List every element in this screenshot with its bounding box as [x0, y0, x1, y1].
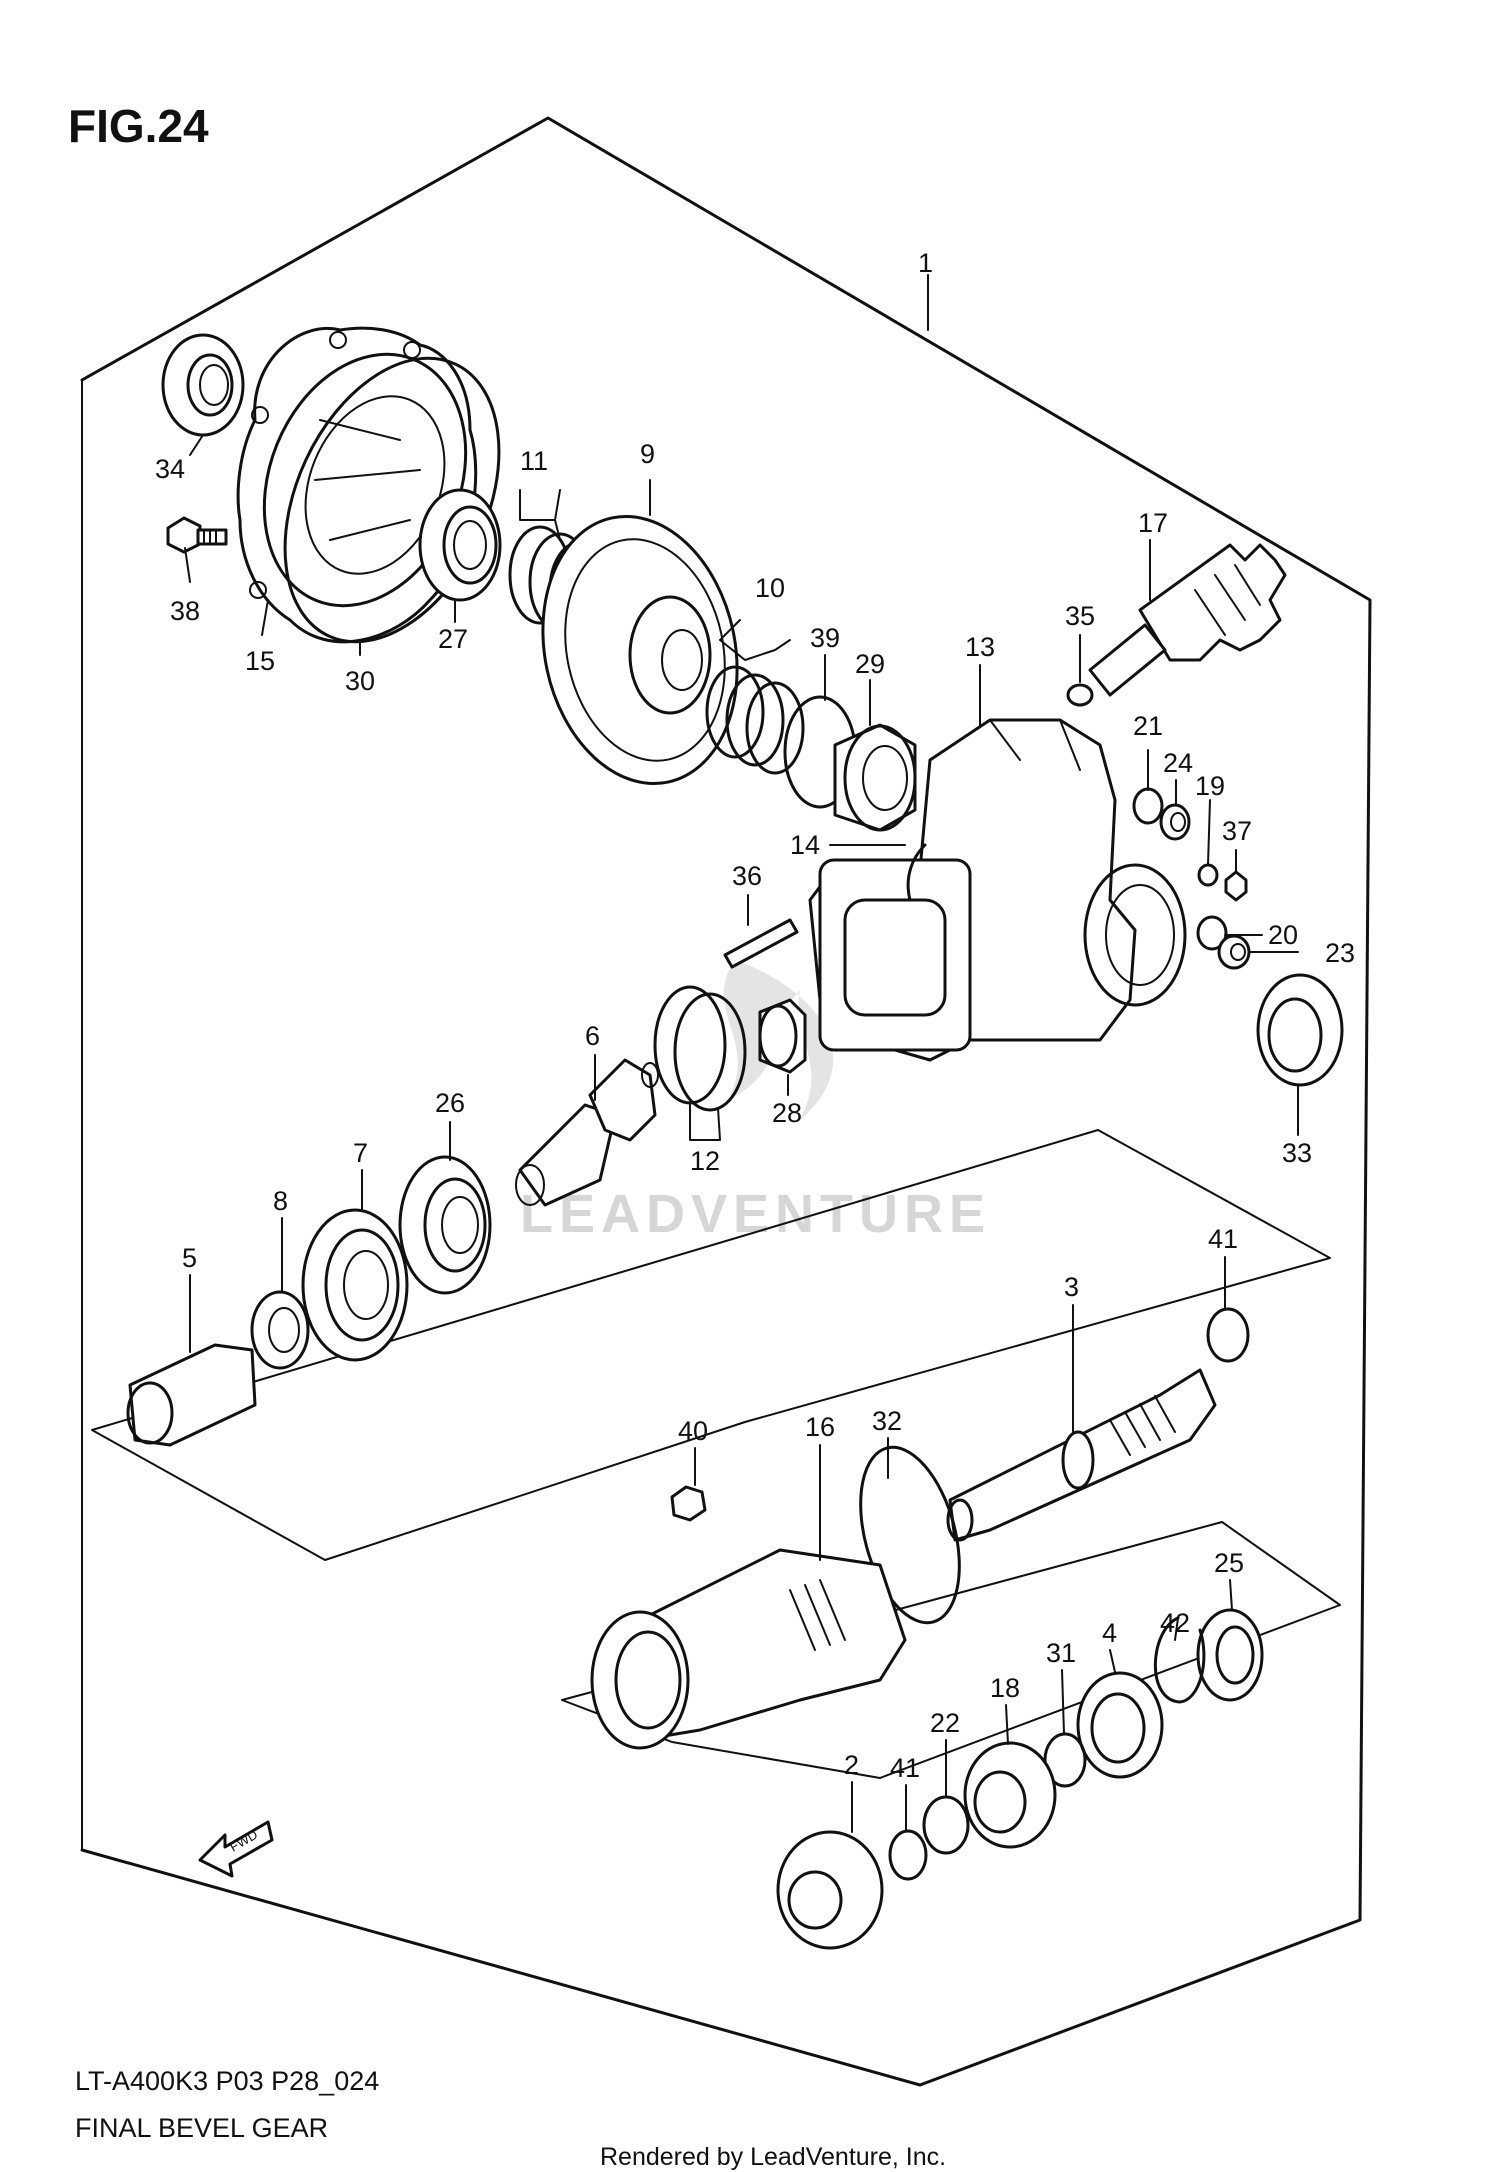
callout-3: 3	[1064, 1272, 1079, 1302]
oil-seal-33	[1256, 973, 1344, 1087]
callout-8: 8	[273, 1186, 288, 1216]
callout-42: 42	[1160, 1608, 1190, 1638]
pinion-group-box	[91, 1129, 1331, 1561]
callout-5: 5	[182, 1243, 197, 1273]
figure-name: FINAL BEVEL GEAR	[75, 2113, 328, 2143]
callout-33: 33	[1282, 1138, 1312, 1168]
bearing-29	[833, 723, 917, 832]
callout-12: 12	[690, 1146, 720, 1176]
nut-40	[670, 1485, 707, 1522]
leader-lines	[184, 274, 1299, 1833]
callout-28: 28	[772, 1098, 802, 1128]
callout-16: 16	[805, 1412, 835, 1442]
gasket-20	[1196, 915, 1228, 951]
propeller-shaft-3	[946, 1368, 1217, 1542]
callout-20: 20	[1268, 920, 1298, 950]
callout-19: 19	[1195, 771, 1225, 801]
gasket-21	[1132, 787, 1164, 825]
callout-41-lower: 41	[890, 1753, 920, 1783]
needle-bearing-28	[758, 998, 807, 1074]
pinion-gear-6	[515, 1058, 659, 1207]
clamp-35	[1066, 683, 1094, 707]
plug-24	[1159, 803, 1191, 841]
shims-12	[653, 985, 747, 1112]
seal-cover-18	[963, 1741, 1057, 1849]
callout-14: 14	[790, 830, 820, 860]
breather-pipe-14	[906, 843, 927, 902]
watermark-text: LEADVENTURE	[520, 1184, 991, 1244]
callout-10: 10	[755, 573, 785, 603]
boot-17	[1088, 543, 1287, 697]
callout-29: 29	[855, 649, 885, 679]
figure-title: FIG.24	[68, 100, 209, 152]
callout-17: 17	[1138, 508, 1168, 538]
callout-41-upper: 41	[1208, 1224, 1238, 1254]
callout-2: 2	[844, 1750, 859, 1780]
callout-11: 11	[520, 446, 548, 476]
bearing-27	[418, 488, 502, 602]
callout-7: 7	[353, 1138, 368, 1168]
shims-10	[705, 665, 805, 775]
callout-15: 15	[245, 646, 275, 676]
callout-13: 13	[965, 632, 995, 662]
rendered-by-credit: Rendered by LeadVenture, Inc.	[600, 2143, 946, 2171]
boot-2	[776, 1830, 884, 1950]
circlip-41-lower	[888, 1829, 928, 1881]
callout-27: 27	[438, 624, 468, 654]
callout-6: 6	[585, 1021, 600, 1051]
callout-38: 38	[170, 596, 200, 626]
callout-9: 9	[640, 439, 655, 469]
washer-19	[1197, 863, 1219, 887]
bolt-37	[1224, 870, 1248, 902]
oil-seal-34	[161, 333, 245, 437]
callout-1: 1	[918, 248, 933, 278]
washer-22	[922, 1795, 970, 1855]
gear-case-cover-15	[236, 326, 478, 644]
callout-36: 36	[732, 861, 762, 891]
assembly-boundary-outer	[80, 116, 1372, 2087]
callout-4: 4	[1102, 1618, 1117, 1648]
callout-25: 25	[1214, 1548, 1244, 1578]
circlip-42	[1153, 1616, 1206, 1704]
callout-31: 31	[1046, 1638, 1076, 1668]
bolt-38	[166, 516, 228, 554]
callout-34: 34	[155, 454, 185, 484]
oil-seal-4	[1076, 1671, 1164, 1779]
callout-26: 26	[435, 1088, 465, 1118]
callout-30: 30	[345, 666, 375, 696]
callout-35: 35	[1065, 601, 1095, 631]
ring-gear-9	[541, 514, 739, 786]
bearing-25	[1196, 1608, 1264, 1702]
callout-18: 18	[990, 1673, 1020, 1703]
bearing-housing-7	[301, 1208, 409, 1362]
callout-21: 21	[1133, 711, 1163, 741]
bearing-26	[398, 1155, 492, 1295]
circlip-41-upper	[1206, 1307, 1250, 1363]
shaft-housing-16	[590, 1548, 907, 1750]
callout-40: 40	[678, 1416, 708, 1446]
callout-37: 37	[1222, 816, 1252, 846]
callout-24: 24	[1163, 748, 1193, 778]
model-code: LT-A400K3 P03 P28_024	[75, 2066, 379, 2096]
stud-36	[723, 918, 799, 969]
callout-22: 22	[930, 1708, 960, 1738]
callout-labels: 1 34 38 15 30 27 11 9 10 39 29 13 17 35 …	[155, 248, 1355, 1783]
gear-case-13	[808, 718, 1187, 1062]
fwd-arrow-icon: FWD	[198, 1820, 274, 1878]
plug-23	[1217, 934, 1251, 970]
sleeve-5	[126, 1343, 257, 1447]
callout-32: 32	[872, 1406, 902, 1436]
callout-23: 23	[1325, 938, 1355, 968]
callout-39: 39	[810, 623, 840, 653]
o-ring-32	[859, 1445, 961, 1625]
collar-8	[250, 1290, 310, 1370]
